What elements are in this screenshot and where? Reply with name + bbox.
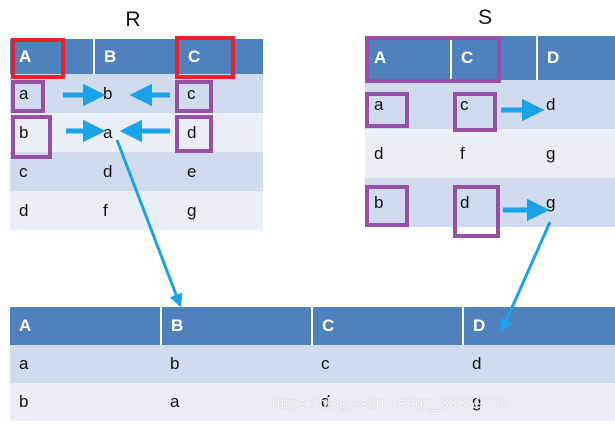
relation-r-header-row: A B C <box>10 39 263 74</box>
table-cell: b <box>161 345 312 383</box>
relation-s-title: S <box>477 6 492 29</box>
relation-s-header-d: D <box>537 36 615 80</box>
result-header-d: D <box>463 307 615 345</box>
highlight-box-s-c <box>453 92 497 132</box>
relation-s-table: A C D a c d d f g b d g <box>365 36 615 227</box>
table-cell: e <box>178 152 263 191</box>
table-cell: d <box>94 152 178 191</box>
table-row: d f g <box>365 129 615 178</box>
watermark-text: https://blog.csdn.net/qq_38859786 <box>272 395 509 412</box>
result-header-b: B <box>161 307 313 345</box>
table-cell: f <box>94 191 178 230</box>
relation-s-header-a: A <box>365 36 452 80</box>
highlight-box-s-b <box>365 185 409 227</box>
relation-r-title: R <box>125 8 141 31</box>
relation-r-header-a: A <box>10 39 95 74</box>
highlight-box-r-header-a <box>11 38 65 79</box>
table-cell: f <box>451 129 537 178</box>
highlight-box-s-d <box>453 185 500 238</box>
table-row: b a d g <box>10 383 615 421</box>
table-cell: a <box>161 383 312 421</box>
table-cell: g <box>463 383 615 421</box>
relation-s-header-c: C <box>451 36 538 80</box>
result-header-a: A <box>10 307 162 345</box>
highlight-box-r-c <box>175 80 213 113</box>
highlight-box-r-header-c <box>175 36 235 79</box>
table-cell: d <box>537 80 615 129</box>
relation-r-header-c: C <box>178 39 263 74</box>
table-cell: d <box>178 113 263 152</box>
highlight-box-r-b <box>11 115 52 159</box>
join-result-table: A B C D a b c d b a d g <box>10 307 615 421</box>
table-cell: g <box>537 178 615 227</box>
table-row: d f g <box>10 191 263 230</box>
table-cell: d <box>463 345 615 383</box>
relation-r-header-b: B <box>94 39 179 74</box>
result-header-c: C <box>312 307 464 345</box>
highlight-box-s-header-ac <box>365 36 501 83</box>
table-row: a b c d <box>10 345 615 383</box>
highlight-box-r-d <box>175 115 213 153</box>
table-cell: c <box>312 345 463 383</box>
table-cell: a <box>10 345 161 383</box>
table-cell: d <box>365 129 451 178</box>
highlight-box-s-a <box>365 92 409 128</box>
result-header-row: A B C D <box>10 307 615 345</box>
table-cell: g <box>537 129 615 178</box>
table-cell: d <box>10 191 94 230</box>
arrow-s-to-result <box>500 221 552 333</box>
arrow-r-to-result <box>115 139 183 308</box>
highlight-box-r-a <box>11 80 45 113</box>
relation-s-header-row: A C D <box>365 36 615 80</box>
table-cell: g <box>178 191 263 230</box>
table-cell: d <box>312 383 463 421</box>
table-cell: b <box>10 383 161 421</box>
